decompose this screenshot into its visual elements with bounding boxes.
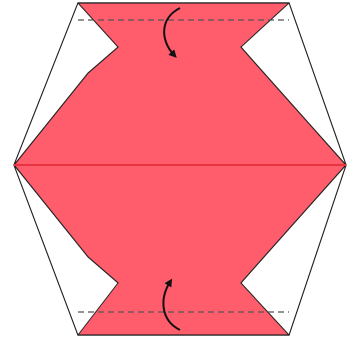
origami-fold-diagram: [0, 0, 353, 340]
